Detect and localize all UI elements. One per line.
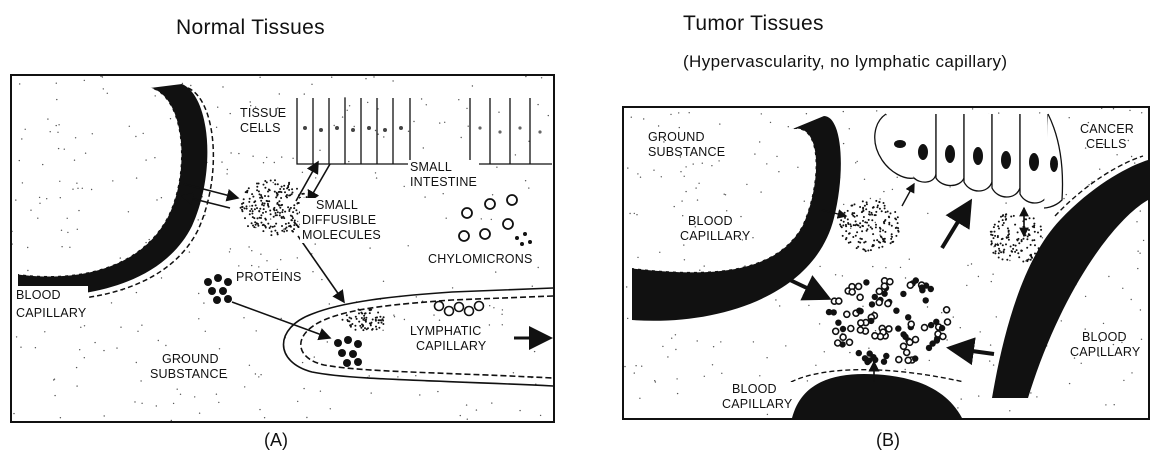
blood-capillary-vessel — [18, 84, 207, 297]
panel-b-letter: (B) — [876, 430, 900, 451]
blood-capillary-bottom — [792, 374, 962, 418]
lymph-chylomicrons — [435, 302, 484, 316]
label-proteins: PROTEINS — [234, 270, 304, 285]
panel-b-title: Tumor Tissues — [683, 12, 824, 36]
label-small-diffusible-molecules: SMALL DIFFUSIBLE MOLECULES — [300, 198, 383, 243]
tissue-cells — [297, 98, 410, 164]
blood-capillary-right — [992, 160, 1148, 398]
panel-a-arrows — [182, 162, 550, 338]
panel-a-letter: (A) — [264, 430, 288, 451]
panel-a-title: Normal Tissues — [176, 16, 325, 40]
panel-b-subtitle: (Hypervascularity, no lymphatic capillar… — [683, 52, 1007, 72]
small-intestine-cells — [470, 98, 552, 164]
label-chylomicrons: CHYLOMICRONS — [426, 252, 535, 267]
macromolecule-cluster — [826, 277, 951, 365]
chylomicrons — [459, 195, 517, 241]
